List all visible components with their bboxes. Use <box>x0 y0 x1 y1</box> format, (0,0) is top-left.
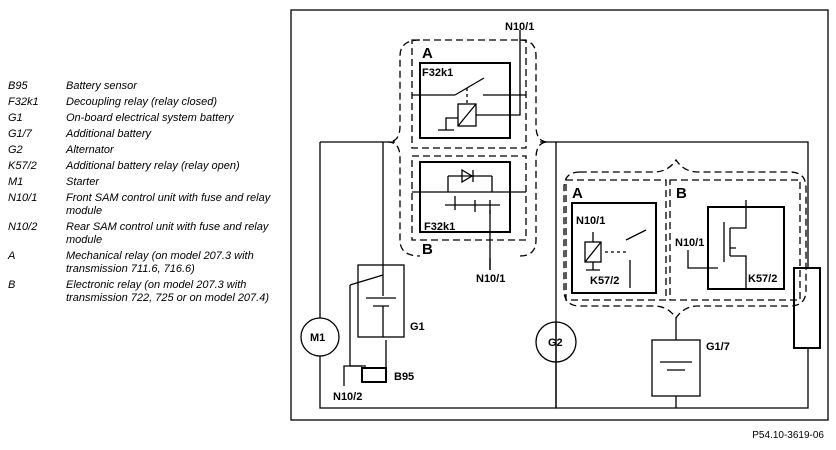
legend-row: K57/2 Additional battery relay (relay ope… <box>8 160 288 173</box>
legend-code: N10/1 <box>8 192 38 204</box>
legend-code: N10/2 <box>8 221 38 233</box>
left-bus-wire <box>319 141 557 409</box>
f32k1-fet <box>445 176 500 214</box>
legend-code: M1 <box>8 176 24 188</box>
legend-row: M1 Starter <box>8 176 288 189</box>
legend-description: Additional battery relay (relay open) <box>66 160 240 172</box>
legend-description: Mechanical relay (on model 207.3 with tr… <box>66 250 254 275</box>
legend-code: A <box>8 250 16 262</box>
label-f32k1-bottom: F32k1 <box>424 221 455 233</box>
g1-7-battery-plates <box>660 361 692 371</box>
k57-2-fet <box>723 200 747 290</box>
legend-row: G1 On-board electrical system battery <box>8 112 288 125</box>
label-n10-1-rb: N10/1 <box>675 237 704 249</box>
legend-code: G2 <box>8 144 23 156</box>
legend-description: Alternator <box>66 144 114 156</box>
label-box-b-left: B <box>422 241 433 258</box>
label-n10-1-ra: N10/1 <box>576 215 605 227</box>
g1-7-battery-box <box>651 339 701 397</box>
f32k1-contact <box>412 77 526 96</box>
right-bus-wire <box>556 141 809 409</box>
k57-2-relay-box <box>571 202 657 294</box>
m1-starter <box>300 317 340 357</box>
f32k1-control-wire <box>476 30 521 116</box>
g1-battery-box <box>357 264 405 338</box>
legend-description: Additional battery <box>66 128 151 140</box>
legend-description: Electronic relay (on model 207.3 with tr… <box>66 279 270 304</box>
legend-row: F32k1 Decoupling relay (relay closed) <box>8 96 288 109</box>
relay-a-left-box <box>411 39 527 149</box>
f32k1-diode-line <box>412 175 526 193</box>
g2-alternator <box>535 321 577 363</box>
legend-description: Front SAM control unit with fuse and rel… <box>66 192 271 217</box>
legend-description: Rear SAM control unit with fuse and rela… <box>66 221 269 246</box>
legend-code: G1/7 <box>8 128 32 140</box>
f32k1-relay-box <box>419 62 511 139</box>
legend-row: G2 Alternator <box>8 144 288 157</box>
g1-battery-lead <box>349 258 384 367</box>
label-g1-7: G1/7 <box>706 341 730 353</box>
k57-2-coil-wiring <box>586 232 600 271</box>
legend-description: On-board electrical system battery <box>66 112 234 124</box>
label-box-a-left: A <box>422 45 433 62</box>
label-b95: B95 <box>394 371 414 383</box>
label-k57-2-b: K57/2 <box>748 273 777 285</box>
f32k1-electronic-box <box>419 161 511 233</box>
right-load <box>793 267 821 349</box>
g1-battery-plates <box>366 297 396 337</box>
legend-description: Battery sensor <box>66 80 137 92</box>
legend-row: B95 Battery sensor <box>8 80 288 93</box>
label-m1: M1 <box>310 332 325 344</box>
legend-code: K57/2 <box>8 160 37 172</box>
relay-b-left-box <box>411 155 527 241</box>
k57-2-fet-gate-wire <box>687 250 718 269</box>
legend-row: N10/2 Rear SAM control unit with fuse and… <box>8 221 288 247</box>
f32k1-coil-diagonal <box>457 103 477 127</box>
f32k1-diode <box>461 168 474 184</box>
label-n10-1-top: N10/1 <box>505 21 534 33</box>
legend-row: G1/7 Additional battery <box>8 128 288 141</box>
legend-row: A Mechanical relay (on model 207.3 with t… <box>8 250 288 276</box>
label-n10-1-left-bottom: N10/1 <box>476 273 505 285</box>
label-k57-2-a: K57/2 <box>590 275 619 287</box>
label-f32k1-top: F32k1 <box>422 67 453 79</box>
legend-row: N10/1 Front SAM control unit with fuse an… <box>8 192 288 218</box>
label-box-a-right: A <box>572 185 583 202</box>
label-n10-2: N10/2 <box>333 391 362 403</box>
b95-sensor <box>361 367 387 383</box>
legend-description: Decoupling relay (relay closed) <box>66 96 218 108</box>
reference-code: P54.10-3619-06 <box>752 430 824 441</box>
legend-code: B95 <box>8 80 28 92</box>
f32k1-coil-ground <box>438 117 458 131</box>
legend-code: F32k1 <box>8 96 39 108</box>
diagram-frame <box>290 9 829 421</box>
b95-wiring <box>343 340 387 386</box>
legend-code: B <box>8 279 16 291</box>
legend-code: G1 <box>8 112 23 124</box>
left-brace <box>387 39 549 257</box>
label-g1: G1 <box>410 321 425 333</box>
relay-b-right-box <box>669 179 801 301</box>
legend-description: Starter <box>66 176 100 188</box>
k57-2-switch <box>625 229 647 288</box>
legend-row: B Electronic relay (on model 207.3 with t… <box>8 279 288 305</box>
k57-2-coil-diagonal <box>584 241 602 263</box>
label-box-b-right: B <box>676 185 687 202</box>
label-g2: G2 <box>548 337 563 349</box>
relay-a-right-box <box>565 179 667 301</box>
